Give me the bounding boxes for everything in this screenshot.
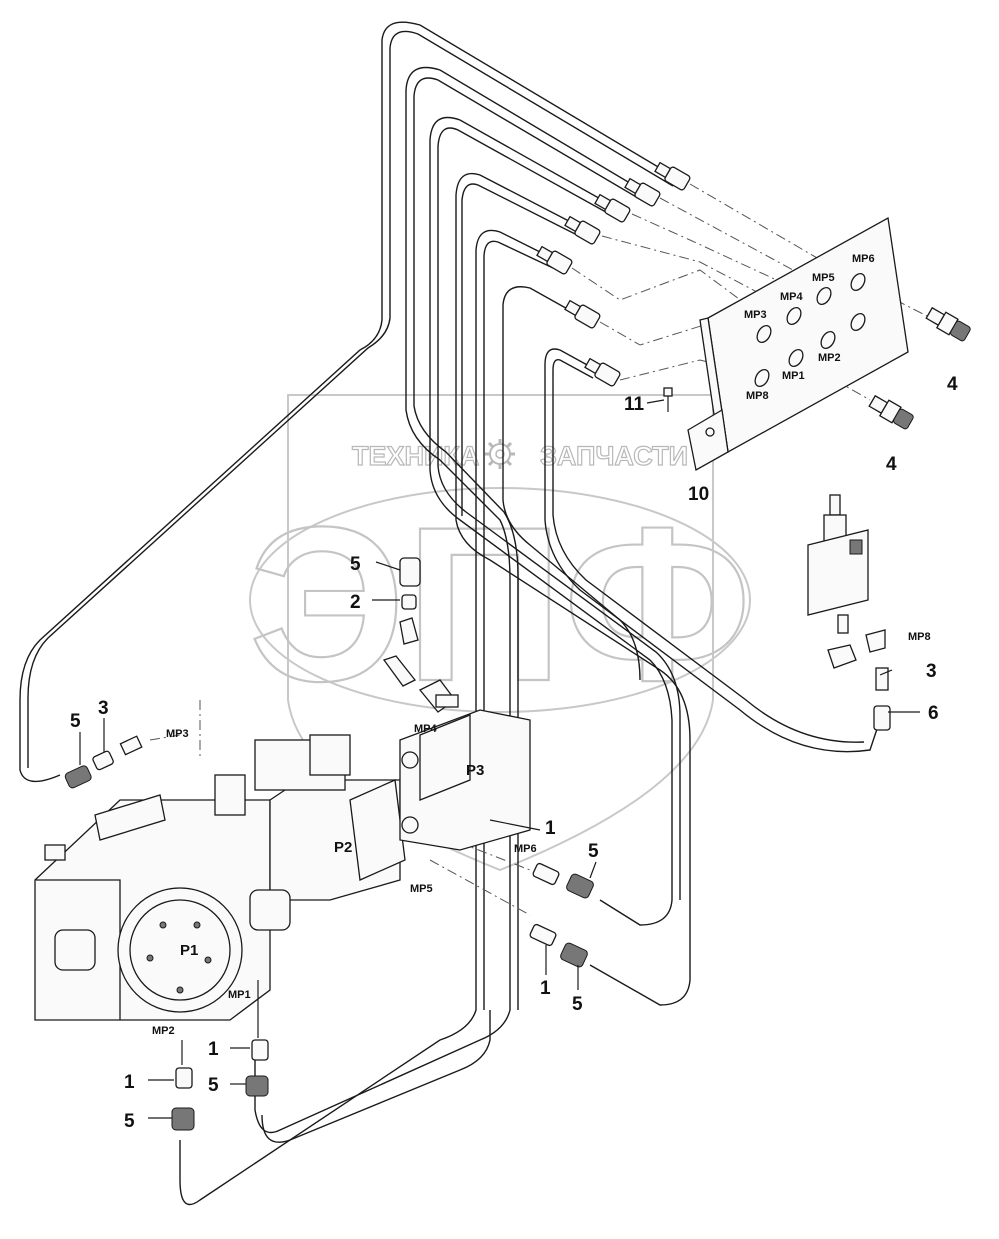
callout-11: 11 bbox=[624, 394, 645, 415]
fitting-top-4 bbox=[564, 215, 601, 245]
fitting-1-low bbox=[529, 923, 557, 947]
tube-mp5-inner bbox=[461, 183, 584, 516]
port-labels: MP6 MP5 MP4 MP3 MP2 MP1 MP8 MP8 MP3 MP4 … bbox=[152, 253, 931, 1037]
callout-5-a: 5 bbox=[208, 1075, 219, 1096]
fitting-tee bbox=[399, 617, 419, 645]
watermark-right-text: ЗАПЧАСТИ bbox=[540, 441, 688, 471]
bolt-11 bbox=[663, 387, 673, 412]
fitting-top-2 bbox=[624, 177, 661, 207]
tube-mp1-inner bbox=[483, 240, 554, 1010]
callout-10: 10 bbox=[688, 484, 709, 505]
port-label-mp6-pump: MP6 bbox=[514, 843, 537, 855]
tube-mp1 bbox=[179, 229, 561, 1206]
gauge-panel bbox=[687, 216, 909, 472]
valve-block bbox=[807, 494, 891, 731]
callout-1-b: 1 bbox=[124, 1072, 135, 1093]
coupling-4-lower bbox=[868, 394, 914, 430]
fitting-elbow bbox=[382, 655, 417, 687]
callout-5-b: 5 bbox=[124, 1111, 135, 1132]
coupling-4-upper bbox=[925, 306, 971, 342]
callout-5-left: 5 bbox=[70, 711, 81, 732]
fitting-mp3 bbox=[119, 735, 143, 756]
port-label-mp3-pump: MP3 bbox=[166, 728, 189, 740]
fitting-1-b bbox=[175, 1067, 193, 1089]
port-label-panel-mp1: MP1 bbox=[782, 370, 805, 382]
port-label-panel-mp6: MP6 bbox=[852, 253, 875, 265]
fitting-top-6 bbox=[564, 299, 601, 329]
pump-label-p2: P2 bbox=[334, 839, 352, 856]
fitting-5-top bbox=[399, 557, 421, 587]
tube-mp6 bbox=[429, 116, 673, 926]
watermark-oval bbox=[249, 487, 751, 713]
watermark-big-letters: ЭПФ bbox=[249, 481, 751, 727]
pump-labels: P1 P2 P3 bbox=[180, 762, 484, 959]
callout-1-low: 1 bbox=[540, 978, 551, 999]
tube-mp5 bbox=[455, 172, 691, 1006]
fitting-3-left bbox=[92, 750, 114, 771]
tube-end-fittings bbox=[536, 161, 691, 387]
callout-leaders bbox=[79, 399, 920, 1119]
tube-mp3 bbox=[19, 21, 681, 783]
fitting-5-b bbox=[171, 1107, 195, 1131]
tube-mp8 bbox=[544, 348, 881, 753]
tube-mp4 bbox=[254, 66, 651, 1134]
fitting-1-mid bbox=[532, 862, 560, 886]
port-label-mp5-pump: MP5 bbox=[410, 883, 433, 895]
port-label-mp2-pump: MP2 bbox=[152, 1025, 175, 1037]
port-label-panel-mp4: MP4 bbox=[780, 291, 804, 303]
port-label-panel-mp8: MP8 bbox=[746, 390, 769, 402]
callout-6: 6 bbox=[928, 703, 939, 724]
fitting-5-mid bbox=[566, 873, 594, 899]
callout-4a: 4 bbox=[947, 374, 958, 395]
fitting-top-3 bbox=[594, 193, 631, 223]
fitting-2-top bbox=[401, 594, 417, 610]
watermark-left-text: ТЕХНИКА bbox=[352, 441, 479, 471]
callout-5-mid: 5 bbox=[588, 841, 599, 862]
fitting-5-left bbox=[64, 765, 92, 789]
fitting-5-a bbox=[245, 1075, 269, 1097]
fitting-1-a bbox=[251, 1039, 269, 1061]
pump-assembly bbox=[34, 679, 531, 1021]
callout-numbers: 4 4 11 10 5 2 5 3 3 6 1 5 1 5 1 5 1 5 bbox=[70, 374, 958, 1132]
port-label-mp1-pump: MP1 bbox=[228, 989, 251, 1001]
callout-4b: 4 bbox=[886, 454, 897, 475]
callout-3-left: 3 bbox=[98, 698, 109, 719]
callout-1-a: 1 bbox=[208, 1039, 219, 1060]
port-label-mp8-valve: MP8 bbox=[908, 631, 931, 643]
tube-mp6-inner bbox=[437, 127, 681, 900]
tube-mp3-inner bbox=[27, 30, 674, 768]
tube-low-2 bbox=[261, 1010, 491, 1143]
tube-mp2 bbox=[502, 286, 641, 681]
pump-label-p3: P3 bbox=[466, 762, 484, 779]
port-label-panel-mp3: MP3 bbox=[744, 309, 767, 321]
fitting-top-1 bbox=[654, 161, 691, 191]
fitting-top-7 bbox=[584, 357, 621, 387]
callout-2: 2 bbox=[350, 592, 361, 613]
port-label-panel-mp5: MP5 bbox=[812, 272, 835, 284]
callout-5-top: 5 bbox=[350, 554, 361, 575]
port-label-mp4-pump: MP4 bbox=[414, 723, 438, 735]
gear-icon bbox=[485, 439, 515, 469]
pump-label-p1: P1 bbox=[180, 942, 198, 959]
fitting-5-low bbox=[560, 942, 588, 968]
test-tubes bbox=[19, 21, 881, 1206]
callout-3-right: 3 bbox=[926, 661, 937, 682]
callout-1-mid: 1 bbox=[545, 818, 556, 839]
tube-mp8-inner bbox=[552, 359, 865, 743]
fitting-top-5 bbox=[536, 245, 573, 275]
port-label-panel-mp2: MP2 bbox=[818, 352, 841, 364]
tube-mp4-inner bbox=[413, 77, 644, 1010]
small-fittings bbox=[64, 557, 594, 1131]
callout-5-low: 5 bbox=[572, 994, 583, 1015]
